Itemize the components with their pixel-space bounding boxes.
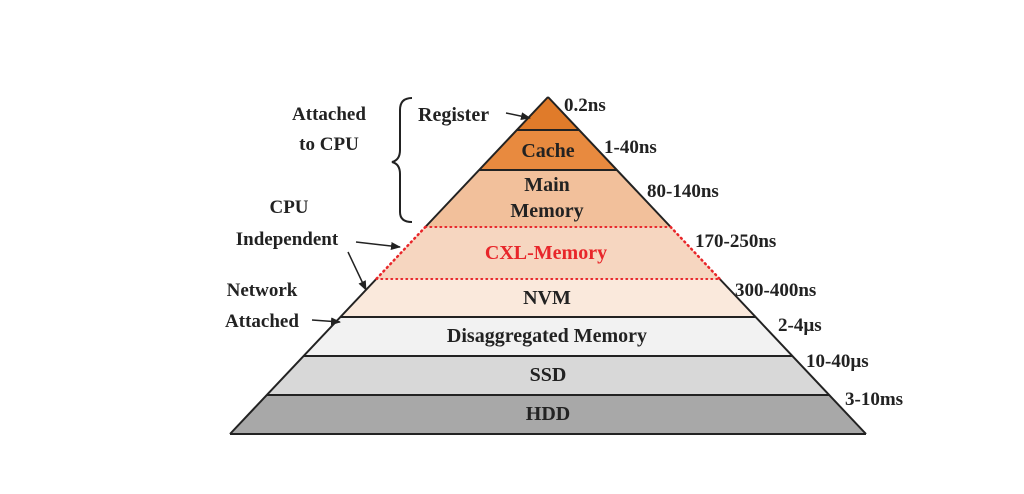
latency-main-memory: 80-140ns — [647, 181, 719, 202]
latency-ssd: 10-40µs — [806, 351, 869, 372]
latency-cache: 1-40ns — [604, 137, 657, 158]
network-arrow-to-disaggregated — [311, 317, 341, 326]
tier-labels: Cache Main Memory CXL-Memory NVM Disaggr… — [447, 140, 647, 425]
latency-disaggregated-memory: 2-4µs — [778, 315, 822, 336]
tier-register-band — [516, 97, 580, 130]
tier-label-main-line2: Memory — [510, 200, 583, 222]
side-label-attached-line2: to CPU — [299, 134, 359, 155]
attached-to-cpu-group: Attached to CPU — [292, 97, 413, 223]
tier-main-memory-band — [425, 170, 671, 227]
tier-label-main-line1: Main — [524, 174, 570, 196]
tier-cache-band — [479, 130, 617, 170]
side-label-independent-line1: CPU — [269, 197, 308, 218]
independent-arrow-to-cxl — [355, 241, 401, 250]
tier-dividers — [266, 129, 830, 396]
tier-disaggregated-memory-band — [303, 317, 793, 356]
network-attached-group: Network Attached — [225, 280, 341, 332]
pyramid — [230, 97, 866, 434]
cpu-independent-group: CPU Independent — [236, 197, 401, 291]
tier-nvm-band — [340, 279, 756, 317]
independent-arrow-to-nvm — [347, 251, 367, 291]
side-label-network-line1: Network — [227, 280, 298, 301]
tier-label-register: Register — [418, 104, 489, 126]
latency-labels: 0.2ns 1-40ns 80-140ns 170-250ns 300-400n… — [564, 95, 903, 410]
left-brace-icon — [391, 97, 413, 223]
tier-label-cache: Cache — [521, 140, 574, 162]
side-label-network-line2: Attached — [225, 311, 299, 332]
latency-hdd: 3-10ms — [845, 389, 903, 410]
pyramid-left-edge-lower — [229, 278, 377, 435]
latency-nvm: 300-400ns — [735, 280, 816, 301]
tier-label-ssd: SSD — [530, 364, 567, 386]
tier-label-disaggregated-memory: Disaggregated Memory — [447, 325, 647, 347]
pyramid-right-edge-lower — [719, 278, 867, 435]
register-arrow — [505, 112, 531, 121]
side-label-independent-line2: Independent — [236, 229, 339, 250]
cxl-left-dotted-edge — [375, 225, 427, 281]
tier-hdd-band — [230, 395, 866, 434]
latency-cxl-memory: 170-250ns — [695, 231, 776, 252]
cxl-dotted-border — [375, 225, 721, 281]
side-label-attached-line1: Attached — [292, 104, 366, 125]
tier-label-nvm: NVM — [523, 287, 571, 309]
pyramid-right-edge-upper — [547, 96, 672, 228]
tier-ssd-band — [266, 356, 830, 395]
tier-label-hdd: HDD — [526, 403, 570, 425]
register-callout: Register — [418, 104, 531, 126]
latency-register: 0.2ns — [564, 95, 606, 116]
cxl-right-dotted-edge — [669, 225, 721, 281]
tier-label-cxl-memory: CXL-Memory — [485, 242, 607, 264]
tier-cxl-memory-band — [376, 227, 720, 279]
